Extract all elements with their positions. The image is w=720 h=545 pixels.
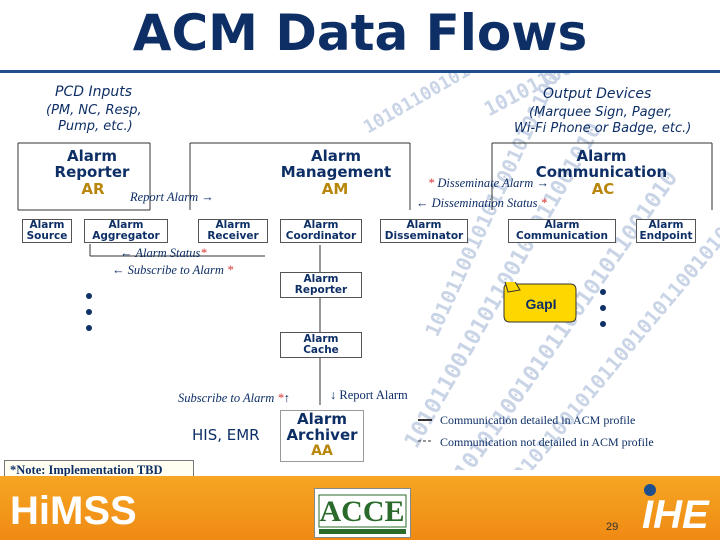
alarm-archiver: Alarm Archiver AA	[280, 410, 364, 462]
management-abbr: AM	[321, 180, 349, 198]
subscribe-to-alarm-label: ← Subscribe to Alarm *	[112, 263, 233, 278]
report-alarm-label: Report Alarm →	[130, 190, 214, 204]
gapi-callout	[503, 282, 577, 323]
management-title-line1: Alarm	[311, 147, 361, 165]
alarm-receiver-line2: Receiver	[207, 230, 259, 242]
communication-title: Alarm Communication	[534, 148, 669, 180]
svg-text:HiMSS: HiMSS	[10, 489, 137, 533]
gapi-label: GapI	[525, 296, 557, 312]
disseminate-alarm-text: Disseminate Alarm →	[437, 176, 549, 190]
diagram-lines	[17, 142, 713, 442]
alarm-source-line2: Source	[26, 230, 68, 242]
communication-title-line1: Alarm	[576, 147, 627, 165]
communication-abbr: AC	[591, 180, 615, 198]
left-ellipsis	[86, 293, 92, 341]
alarm-aggregator-line1: Alarm	[108, 219, 144, 231]
alarm-endpoint-line1: Alarm	[648, 219, 684, 231]
his-emr-label: HIS, EMR	[192, 426, 260, 444]
alarm-aggregator-line2: Aggregator	[92, 230, 160, 242]
legend-detailed-text: Communication detailed in ACM profile	[440, 413, 636, 427]
subscribe-bottom-asterisk: *	[277, 391, 284, 405]
disseminate-asterisk: *	[428, 176, 435, 190]
output-devices-heading: Output Devices	[543, 86, 652, 102]
header-band	[0, 0, 720, 73]
svg-text:ACCE: ACCE	[319, 495, 404, 528]
communication-title-line2: Communication	[535, 163, 668, 181]
svg-text:IHE: IHE	[642, 493, 710, 537]
page-number: 29	[606, 521, 619, 533]
himss-logo: HiMSS	[8, 484, 138, 534]
pcd-inputs-detail-1: (PM, NC, Resp,	[46, 103, 142, 118]
alarm-status-label: ← Alarm Status*	[120, 246, 207, 261]
right-ellipsis	[600, 289, 606, 337]
alarm-archiver-abbr: AA	[311, 443, 333, 459]
subscribe-bottom-text: Subscribe to Alarm	[178, 391, 275, 405]
reporter-abbr: AR	[81, 180, 105, 198]
dissemination-status-text: ← Dissemination Status	[416, 196, 538, 210]
alarm-coordinator-line1: Alarm	[303, 219, 339, 231]
legend-not-detailed-text: Communication not detailed in ACM profil…	[440, 435, 654, 449]
subscribe-asterisk: *	[227, 263, 234, 277]
alarm-source-line1: Alarm	[29, 219, 65, 231]
alarm-cache-line2: Cache	[303, 344, 339, 356]
alarm-receiver-line1: Alarm	[215, 219, 251, 231]
management-title: Alarm Management	[276, 148, 396, 180]
reporter-title-line2: Reporter	[54, 163, 130, 181]
alarm-disseminator-line2: Disseminator	[384, 230, 464, 242]
alarm-reporter-line1: Alarm	[303, 273, 339, 285]
alarm-status-asterisk: *	[200, 246, 207, 260]
disseminate-alarm-label: * Disseminate Alarm →	[428, 176, 549, 191]
dissemination-status-asterisk: *	[540, 196, 547, 210]
acce-logo: ACCE	[314, 488, 411, 538]
subscribe-to-alarm-text: ← Subscribe to Alarm	[112, 263, 224, 277]
ihe-logo: IHE	[628, 480, 720, 540]
alarm-endpoint-line2: Endpoint	[639, 230, 693, 242]
alarm-cache-line1: Alarm	[303, 333, 339, 345]
dissemination-status-label: ← Dissemination Status *	[416, 196, 547, 211]
pcd-inputs-detail-2: Pump, etc.)	[58, 119, 133, 134]
output-devices-detail-1: (Marquee Sign, Pager,	[529, 105, 673, 120]
reporter-title-line1: Alarm	[67, 147, 117, 165]
alarm-communication-line1: Alarm	[544, 219, 580, 231]
alarm-disseminator-line1: Alarm	[406, 219, 442, 231]
alarm-status-text: ← Alarm Status	[120, 246, 201, 260]
management-title-line2: Management	[280, 163, 392, 181]
slide-title: ACM Data Flows	[132, 4, 588, 62]
alarm-archiver-line1: Alarm	[297, 410, 347, 428]
output-devices-detail-2: Wi-Fi Phone or Badge, etc.)	[514, 121, 692, 136]
report-alarm-bottom-label: ↓ Report Alarm	[330, 388, 408, 402]
pcd-inputs-heading: PCD Inputs	[55, 84, 132, 100]
alarm-communication-line2: Communication	[516, 230, 608, 242]
alarm-coordinator-line2: Coordinator	[285, 230, 357, 242]
alarm-archiver-line2: Archiver	[286, 426, 358, 444]
subscribe-up-arrow: ↑	[283, 391, 290, 405]
alarm-reporter-line2: Reporter	[294, 284, 348, 296]
reporter-title: Alarm Reporter	[42, 148, 142, 180]
subscribe-bottom-label: Subscribe to Alarm *↑	[178, 391, 290, 406]
